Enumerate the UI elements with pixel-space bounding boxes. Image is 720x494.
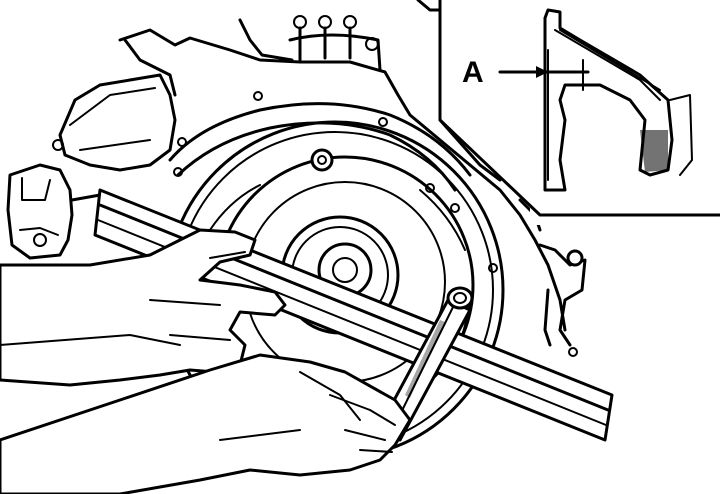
callout-label-a: A bbox=[462, 56, 484, 89]
depth-gauge bbox=[376, 286, 474, 442]
left-hand bbox=[0, 228, 287, 387]
transmission-housing bbox=[6, 0, 587, 357]
right-hand bbox=[0, 353, 412, 494]
inset-detail: A bbox=[438, 0, 720, 225]
